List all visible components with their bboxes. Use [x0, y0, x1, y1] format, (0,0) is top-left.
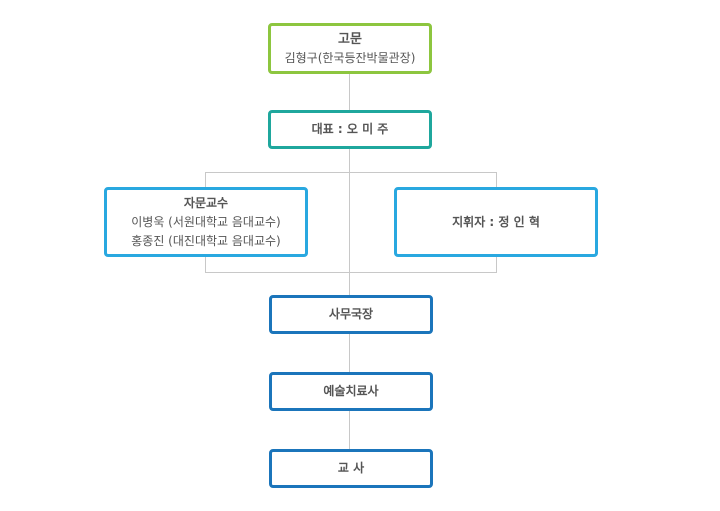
representative-box: 대표 : 오 미 주 [268, 110, 432, 149]
secretary-general-box: 사무국장 [269, 295, 433, 334]
consultants-title: 자문교수 [183, 195, 229, 210]
advisor-box: 고문 김형구(한국등잔박물관장) [268, 23, 432, 74]
teacher-label: 교 사 [337, 461, 365, 475]
secretary-general-label: 사무국장 [328, 307, 374, 321]
advisor-title: 고문 [338, 31, 362, 47]
consultant-member: 이병욱 (서원대학교 음대교수) [131, 214, 281, 229]
consultants-box: 자문교수 이병욱 (서원대학교 음대교수) 홍종진 (대진대학교 음대교수) [104, 187, 308, 257]
arts-therapist-label: 예술치료사 [323, 384, 379, 398]
teacher-box: 교 사 [269, 449, 433, 488]
advisor-name: 김형구(한국등잔박물관장) [284, 50, 416, 65]
representative-label: 대표 : 오 미 주 [311, 122, 389, 136]
conductor-label: 지휘자 : 정 인 혁 [452, 214, 540, 229]
conductor-box: 지휘자 : 정 인 혁 [394, 187, 598, 257]
consultant-member: 홍종진 (대진대학교 음대교수) [131, 233, 281, 248]
arts-therapist-box: 예술치료사 [269, 372, 433, 411]
